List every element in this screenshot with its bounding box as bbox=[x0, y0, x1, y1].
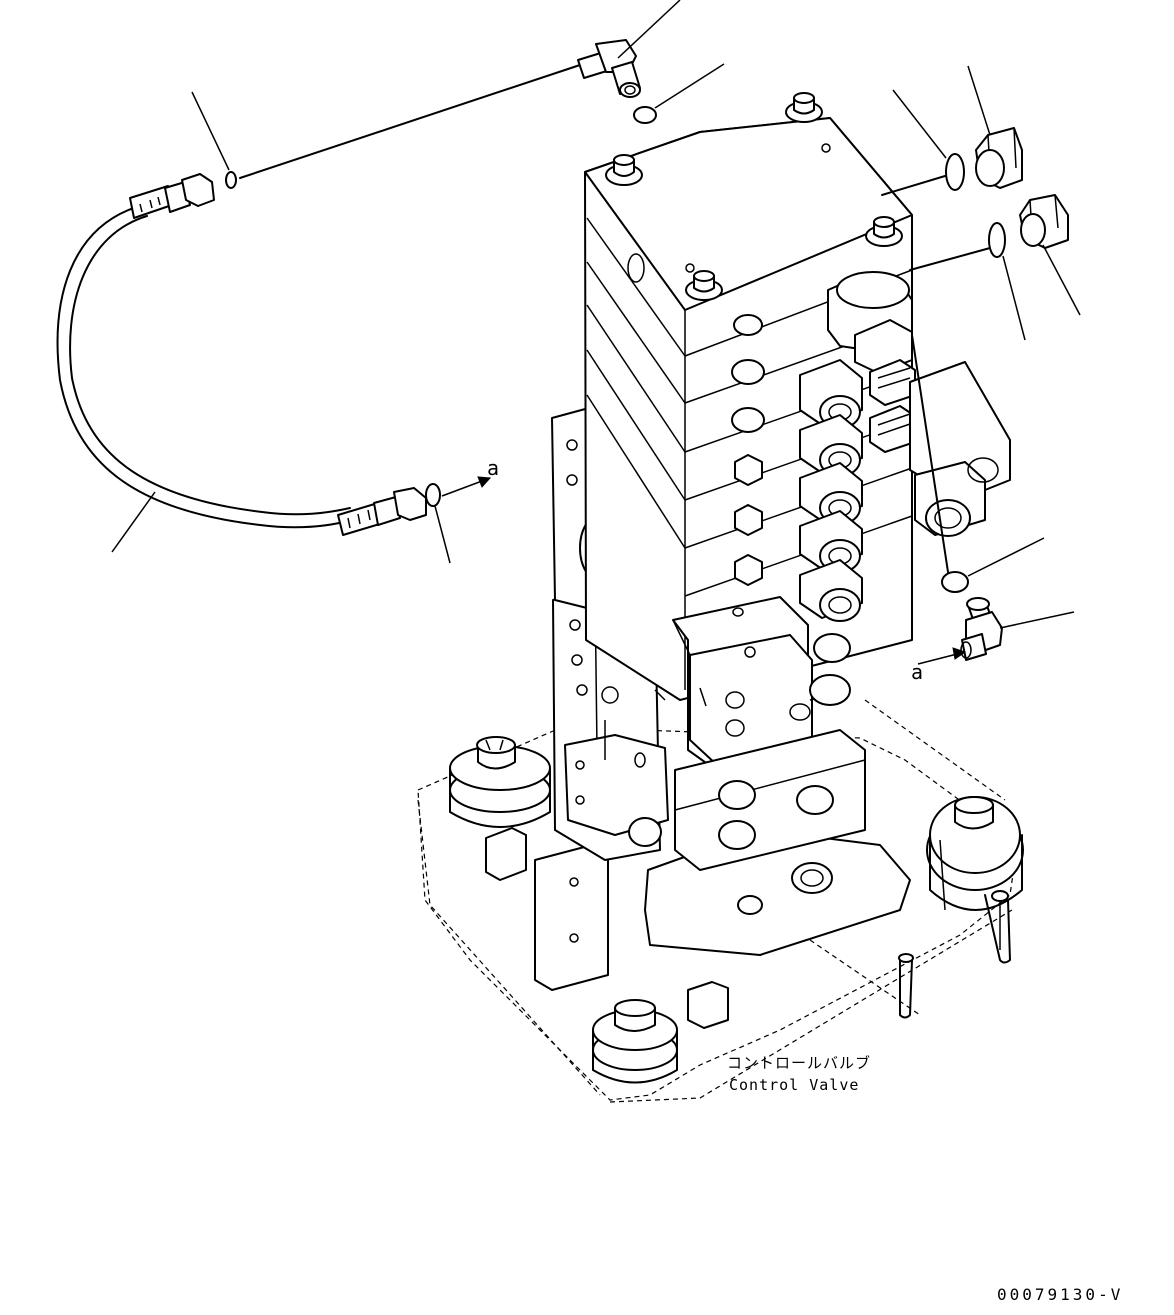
component-name-jp: コントロールバルブ bbox=[727, 1054, 872, 1072]
mount-boss-left bbox=[449, 736, 551, 828]
mount-boss-front bbox=[592, 999, 678, 1084]
elbow-fitting-lower bbox=[960, 597, 1003, 661]
component-name-en: Control Valve bbox=[729, 1076, 860, 1094]
control-valve-body bbox=[551, 92, 1011, 956]
mount-boss-right bbox=[926, 796, 1024, 950]
hydraulic-hose bbox=[56, 204, 353, 529]
elbow-fitting-upper bbox=[239, 39, 641, 179]
leader-lines bbox=[111, 0, 1081, 629]
bracket-tabs bbox=[485, 827, 729, 1029]
drawing-code: 00079130-V bbox=[997, 1285, 1124, 1304]
hex-plug-lower bbox=[1019, 194, 1069, 249]
top-bolts bbox=[605, 92, 903, 301]
solenoid-valve bbox=[827, 271, 916, 453]
lower-valve-block bbox=[672, 596, 833, 771]
hose-fitting-lower bbox=[337, 487, 427, 536]
o-ring-group bbox=[225, 106, 1006, 593]
spool-caps bbox=[799, 359, 863, 622]
connection-mark-hose: a bbox=[487, 456, 500, 480]
connection-arrow-elbow bbox=[917, 647, 967, 665]
bottom-sections bbox=[564, 633, 866, 894]
right-port-block bbox=[909, 361, 1011, 537]
connection-arrow-hose bbox=[441, 476, 492, 497]
hose-fitting-upper bbox=[129, 173, 215, 219]
bracket-tube bbox=[809, 890, 1011, 1019]
assembly-lines bbox=[881, 175, 991, 573]
front-ports bbox=[731, 314, 765, 586]
connection-mark-elbow: a bbox=[911, 660, 924, 684]
hex-plug-upper bbox=[975, 127, 1023, 189]
